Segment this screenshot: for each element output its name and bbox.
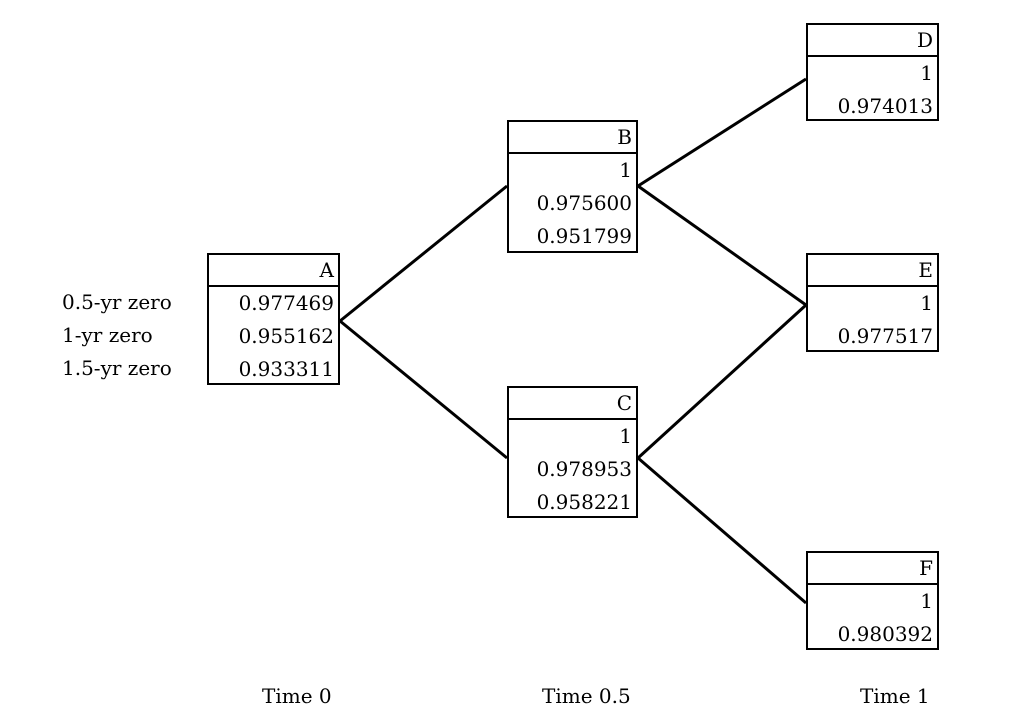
node-c-value-2: 0.958221 bbox=[536, 490, 632, 514]
node-d: D 1 0.974013 bbox=[806, 23, 939, 121]
node-b-title: B bbox=[509, 122, 636, 154]
edge-c-f bbox=[637, 456, 807, 605]
node-a-value-2: 0.933311 bbox=[238, 357, 334, 381]
node-e-value-1: 0.977517 bbox=[837, 324, 933, 348]
time-label-0: Time 0 bbox=[262, 684, 332, 708]
edge-a-b bbox=[339, 184, 508, 323]
node-e: E 1 0.977517 bbox=[806, 253, 939, 352]
node-c: C 1 0.978953 0.958221 bbox=[507, 386, 638, 518]
edge-b-e bbox=[637, 184, 807, 307]
node-b-value-0: 1 bbox=[619, 158, 632, 182]
node-c-value-0: 1 bbox=[619, 424, 632, 448]
node-a-value-0: 0.977469 bbox=[238, 291, 334, 315]
node-a: A 0.977469 0.955162 0.933311 bbox=[207, 253, 340, 385]
node-d-value-0: 1 bbox=[920, 61, 933, 85]
row-label-1: 1-yr zero bbox=[62, 323, 153, 347]
edge-c-e bbox=[636, 303, 808, 460]
row-label-0: 0.5-yr zero bbox=[62, 290, 172, 314]
time-label-1: Time 1 bbox=[860, 684, 930, 708]
time-label-0-5: Time 0.5 bbox=[542, 684, 631, 708]
row-label-2: 1.5-yr zero bbox=[62, 356, 172, 380]
node-b: B 1 0.975600 0.951799 bbox=[507, 120, 638, 253]
node-d-value-1: 0.974013 bbox=[837, 94, 933, 118]
node-c-title: C bbox=[509, 388, 636, 420]
node-a-value-1: 0.955162 bbox=[238, 324, 334, 348]
node-a-title: A bbox=[209, 255, 338, 287]
node-f-title: F bbox=[808, 553, 937, 585]
node-e-title: E bbox=[808, 255, 937, 287]
node-f-value-1: 0.980392 bbox=[837, 622, 933, 646]
node-b-value-1: 0.975600 bbox=[536, 191, 632, 215]
node-f-value-0: 1 bbox=[920, 589, 933, 613]
node-b-value-2: 0.951799 bbox=[536, 224, 632, 248]
node-d-title: D bbox=[808, 25, 937, 57]
node-e-value-0: 1 bbox=[920, 291, 933, 315]
node-f: F 1 0.980392 bbox=[806, 551, 939, 650]
edge-b-d bbox=[637, 77, 807, 188]
node-c-value-1: 0.978953 bbox=[536, 457, 632, 481]
edge-a-c bbox=[339, 319, 508, 460]
